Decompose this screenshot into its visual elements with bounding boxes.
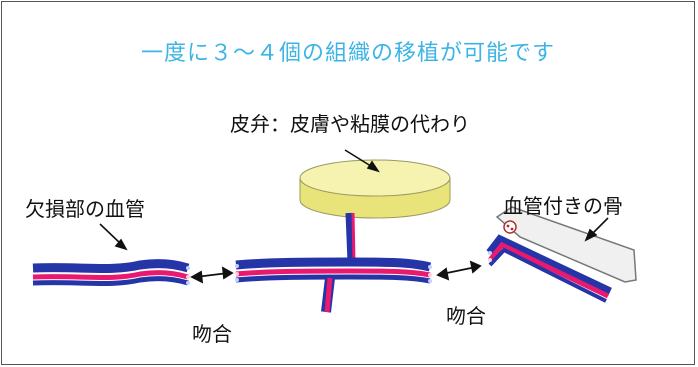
right-arrow-head-l bbox=[436, 267, 450, 281]
flap-label: 皮弁：皮膚や粘膜の代わり bbox=[230, 112, 470, 136]
defect-vessel-label: 欠損部の血管 bbox=[25, 197, 145, 221]
right-arrow-head-r bbox=[469, 260, 482, 274]
defect-vessel bbox=[32, 259, 190, 286]
flap-pointer-arrow bbox=[366, 160, 380, 173]
anastomosis-arrows bbox=[190, 260, 482, 284]
vascularized-bone bbox=[486, 206, 637, 303]
anastomosis-label-left: 吻合 bbox=[192, 322, 232, 346]
central-vessel bbox=[235, 257, 432, 313]
bone-label: 血管付きの骨 bbox=[503, 194, 623, 218]
diagram-title: 一度に３～４個の組織の移植が可能です bbox=[140, 41, 555, 66]
bone-pointer-arrow bbox=[584, 228, 598, 242]
left-arrow-head-l bbox=[190, 270, 204, 284]
anastomosis-label-right: 吻合 bbox=[446, 304, 486, 328]
defect-pointer-arrow bbox=[114, 238, 128, 251]
flap-pedicle-vessel bbox=[345, 212, 356, 263]
skin-flap-disc bbox=[299, 159, 451, 219]
defect-pointer-line bbox=[99, 223, 123, 246]
pointer-lines bbox=[99, 149, 609, 251]
left-arrow-head-r bbox=[221, 266, 234, 280]
